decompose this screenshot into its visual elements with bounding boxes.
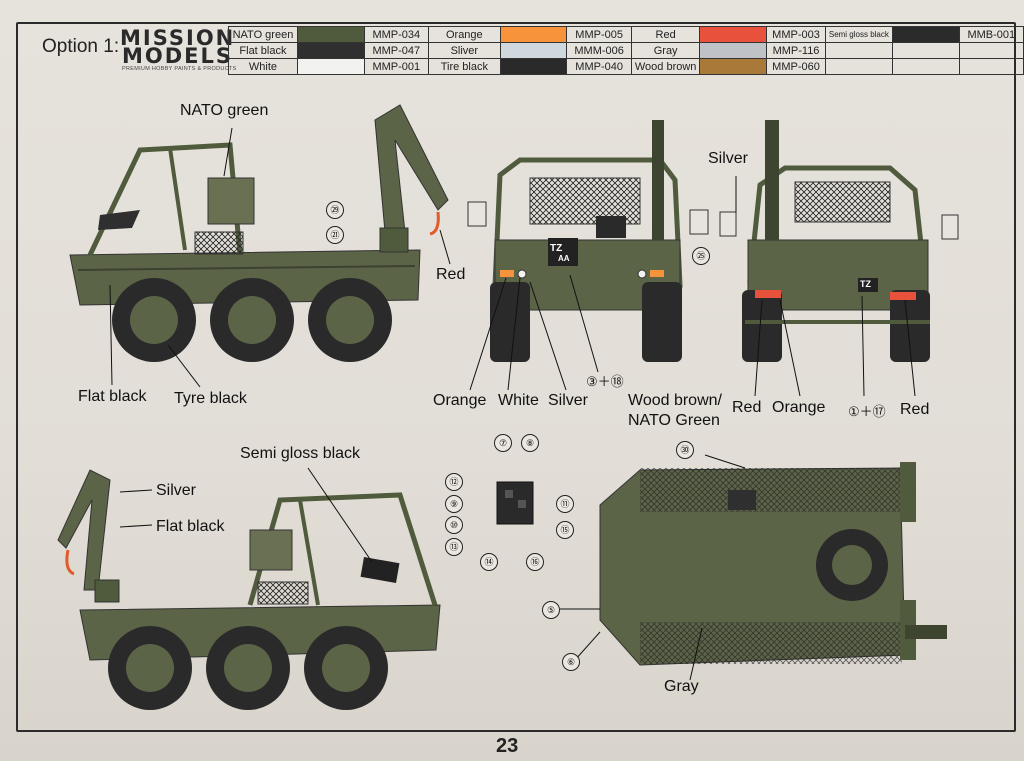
paint-swatch xyxy=(296,58,365,75)
callout-5: ⑤ xyxy=(542,601,560,619)
label-tyre-black: Tyre black xyxy=(174,390,247,407)
paint-swatch xyxy=(499,42,568,59)
side-view-left xyxy=(69,104,451,388)
callout-11: ⑪ xyxy=(556,495,574,513)
paint-code: MMP-001 xyxy=(363,58,429,75)
detail-panel xyxy=(496,481,534,525)
front-view xyxy=(467,120,709,391)
callout-10: ⑩ xyxy=(445,516,463,534)
label-nato-green-2: NATO Green xyxy=(628,412,720,429)
callout-29: ㉙ xyxy=(326,201,344,219)
callout-30: ㉚ xyxy=(676,441,694,459)
paint-code: MMP-034 xyxy=(363,26,429,43)
callout-12: ⑫ xyxy=(445,473,463,491)
callout-9: ⑨ xyxy=(445,495,463,513)
callout-8: ⑧ xyxy=(521,434,539,452)
option-title: Option 1: xyxy=(42,36,120,57)
brand-logo-line1: MISSION xyxy=(120,26,236,50)
callout-14: ⑭ xyxy=(480,553,498,571)
callout-21: ㉑ xyxy=(326,226,344,244)
label-red-rear-2: Red xyxy=(900,401,930,418)
label-red-hook: Red xyxy=(436,266,466,283)
paint-name: White xyxy=(228,58,298,75)
label-flat-black-crane: Flat black xyxy=(156,518,225,535)
label-rear-ref: ①＋⑰ xyxy=(848,404,886,419)
label-front-ref: ③＋⑱ xyxy=(586,374,624,389)
callout-6: ⑥ xyxy=(562,653,580,671)
label-orange-rear: Orange xyxy=(772,399,826,416)
page-frame xyxy=(16,22,1016,732)
label-flat-black: Flat black xyxy=(78,388,147,405)
label-orange-front: Orange xyxy=(433,392,487,409)
label-silver-crane: Silver xyxy=(156,482,197,499)
paint-code: MMP-040 xyxy=(566,58,632,75)
label-nato-green: NATO green xyxy=(180,102,269,119)
callout-13: ⑬ xyxy=(445,538,463,556)
callout-25: ㉕ xyxy=(692,247,710,265)
palette-row: White MMP-001 Tire black MMP-040 Wood br… xyxy=(228,58,1024,75)
paint-swatch xyxy=(296,42,365,59)
callout-7: ⑦ xyxy=(494,434,512,452)
label-wood-brown: Wood brown/ xyxy=(628,392,722,409)
plate-front-bottom: AA xyxy=(558,254,570,263)
label-silver-front: Silver xyxy=(548,392,589,409)
palette-row: Flat black MMP-047 Sliver MMM-006 Gray M… xyxy=(228,42,1024,59)
callout-15: ⑮ xyxy=(556,521,574,539)
brand-tagline: PREMIUM HOBBY PAINTS & PRODUCTS xyxy=(122,66,237,72)
label-red-rear-1: Red xyxy=(732,399,762,416)
paint-swatch xyxy=(499,58,568,75)
paint-palette-table: NATO green MMP-034 Orange MMP-005 Red MM… xyxy=(228,26,1024,75)
plate-front-top: TZ xyxy=(550,243,563,254)
rear-view xyxy=(719,120,959,397)
top-view xyxy=(560,454,947,681)
label-semi-gloss-black: Semi gloss black xyxy=(240,445,361,462)
label-gray: Gray xyxy=(664,678,699,695)
brand-logo-line2: MODELS xyxy=(122,44,234,68)
paint-code-empty xyxy=(958,58,1024,75)
page-number: 23 xyxy=(496,735,519,757)
paint-swatch xyxy=(699,58,768,75)
paint-code: MMP-060 xyxy=(766,58,826,75)
paint-name: Tire black xyxy=(427,58,501,75)
callout-16: ⑯ xyxy=(526,553,544,571)
label-white-front: White xyxy=(498,392,539,409)
paint-name: Sliver xyxy=(427,42,501,59)
paint-name-empty xyxy=(824,58,893,75)
side-view-right xyxy=(57,467,441,710)
paint-code: MMP-047 xyxy=(363,42,429,59)
label-silver-rear: Silver xyxy=(708,150,749,167)
paint-swatch xyxy=(699,26,768,43)
plate-rear: TZ xyxy=(860,279,871,289)
paint-swatch xyxy=(891,26,960,43)
